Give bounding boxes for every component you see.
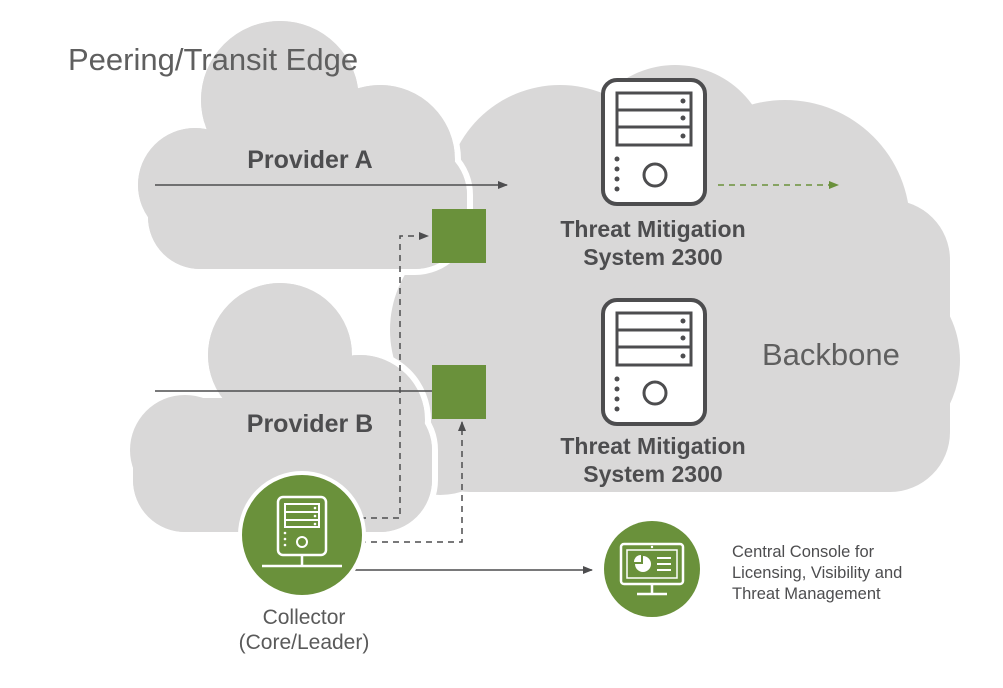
provider-a-label: Provider A bbox=[247, 146, 373, 174]
collector-to-router-b-path bbox=[360, 421, 466, 543]
collector-label-line1: Collector bbox=[263, 606, 346, 629]
pie-chart-icon bbox=[634, 555, 671, 572]
collector-to-router-a-path bbox=[360, 232, 429, 519]
console-label-line1: Central Console for bbox=[732, 543, 875, 561]
router-b-square bbox=[432, 365, 486, 419]
router-a-square bbox=[432, 209, 486, 263]
monitor-icon bbox=[604, 521, 700, 617]
console-label-line3: Threat Management bbox=[732, 585, 881, 603]
tms-1-label-line2: System 2300 bbox=[583, 244, 722, 270]
console-label-line2: Licensing, Visibility and bbox=[732, 564, 902, 582]
backbone-label: Backbone bbox=[762, 337, 900, 372]
collector-label-line2: (Core/Leader) bbox=[239, 631, 370, 654]
server-icon bbox=[601, 298, 707, 426]
collector-server-icon bbox=[238, 471, 366, 599]
provider-b-label: Provider B bbox=[247, 410, 373, 438]
tms-1-label-line1: Threat Mitigation bbox=[560, 216, 745, 242]
server-icon bbox=[601, 78, 707, 206]
tms-2-label-line1: Threat Mitigation bbox=[560, 433, 745, 459]
tms-2-label-line2: System 2300 bbox=[583, 461, 722, 487]
edge-title: Peering/Transit Edge bbox=[68, 42, 358, 77]
